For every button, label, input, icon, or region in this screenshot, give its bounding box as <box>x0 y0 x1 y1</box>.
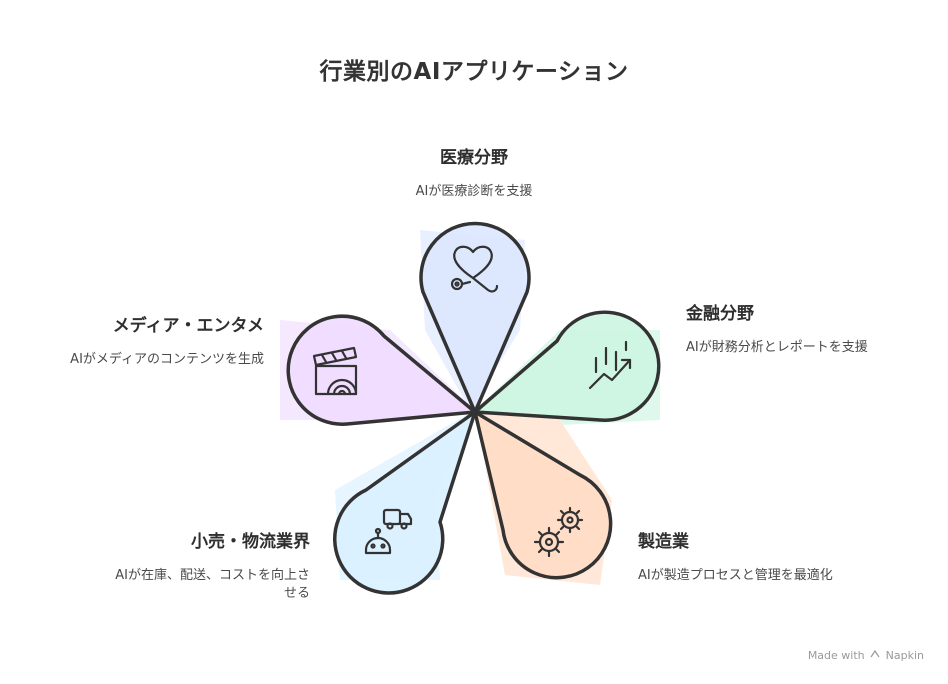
retail-petal <box>332 410 477 595</box>
retail-desc: AIが在庫、配送、コストを向上させる <box>115 568 310 602</box>
medical-desc: AIが医療診断を支援 <box>415 184 533 200</box>
manufacturing-title: 製造業 <box>638 532 689 552</box>
napkin-brand: Napkin <box>885 649 924 662</box>
page-title: 行業別のAIアプリケーション <box>319 59 629 85</box>
retail-label: 小売・物流業界 AIが在庫、配送、コストを向上させる <box>110 532 310 603</box>
clapperboard-icon <box>312 346 358 396</box>
finance-desc: AIが財務分析とレポートを支援 <box>686 340 868 356</box>
finance-petal <box>473 310 661 422</box>
medical-petal <box>419 221 531 414</box>
napkin-logo-icon <box>870 649 880 658</box>
delivery-robot-icon <box>364 508 413 555</box>
media-petal <box>286 314 477 426</box>
manufacturing-desc: AIが製造プロセスと管理を最適化 <box>638 568 833 584</box>
gears-icon <box>533 506 584 558</box>
manufacturing-petal <box>473 410 613 580</box>
manufacturing-label: 製造業 AIが製造プロセスと管理を最適化 <box>638 532 838 585</box>
medical-title: 医療分野 <box>440 148 508 168</box>
made-with-footer: Made with Napkin <box>808 649 924 662</box>
finance-label: 金融分野 AIが財務分析とレポートを支援 <box>686 304 882 357</box>
media-desc: AIがメディアのコンテンツを生成 <box>70 352 264 368</box>
stethoscope-heart-icon <box>450 245 499 293</box>
retail-title: 小売・物流業界 <box>191 532 310 552</box>
media-label: メディア・エンタメ AIがメディアのコンテンツを生成 <box>60 316 264 369</box>
rising-chart-icon <box>588 340 632 390</box>
medical-label: 医療分野 AIが医療診断を支援 <box>374 148 574 201</box>
finance-title: 金融分野 <box>686 304 754 324</box>
media-title: メディア・エンタメ <box>112 316 264 336</box>
made-with-text: Made with <box>807 649 865 662</box>
